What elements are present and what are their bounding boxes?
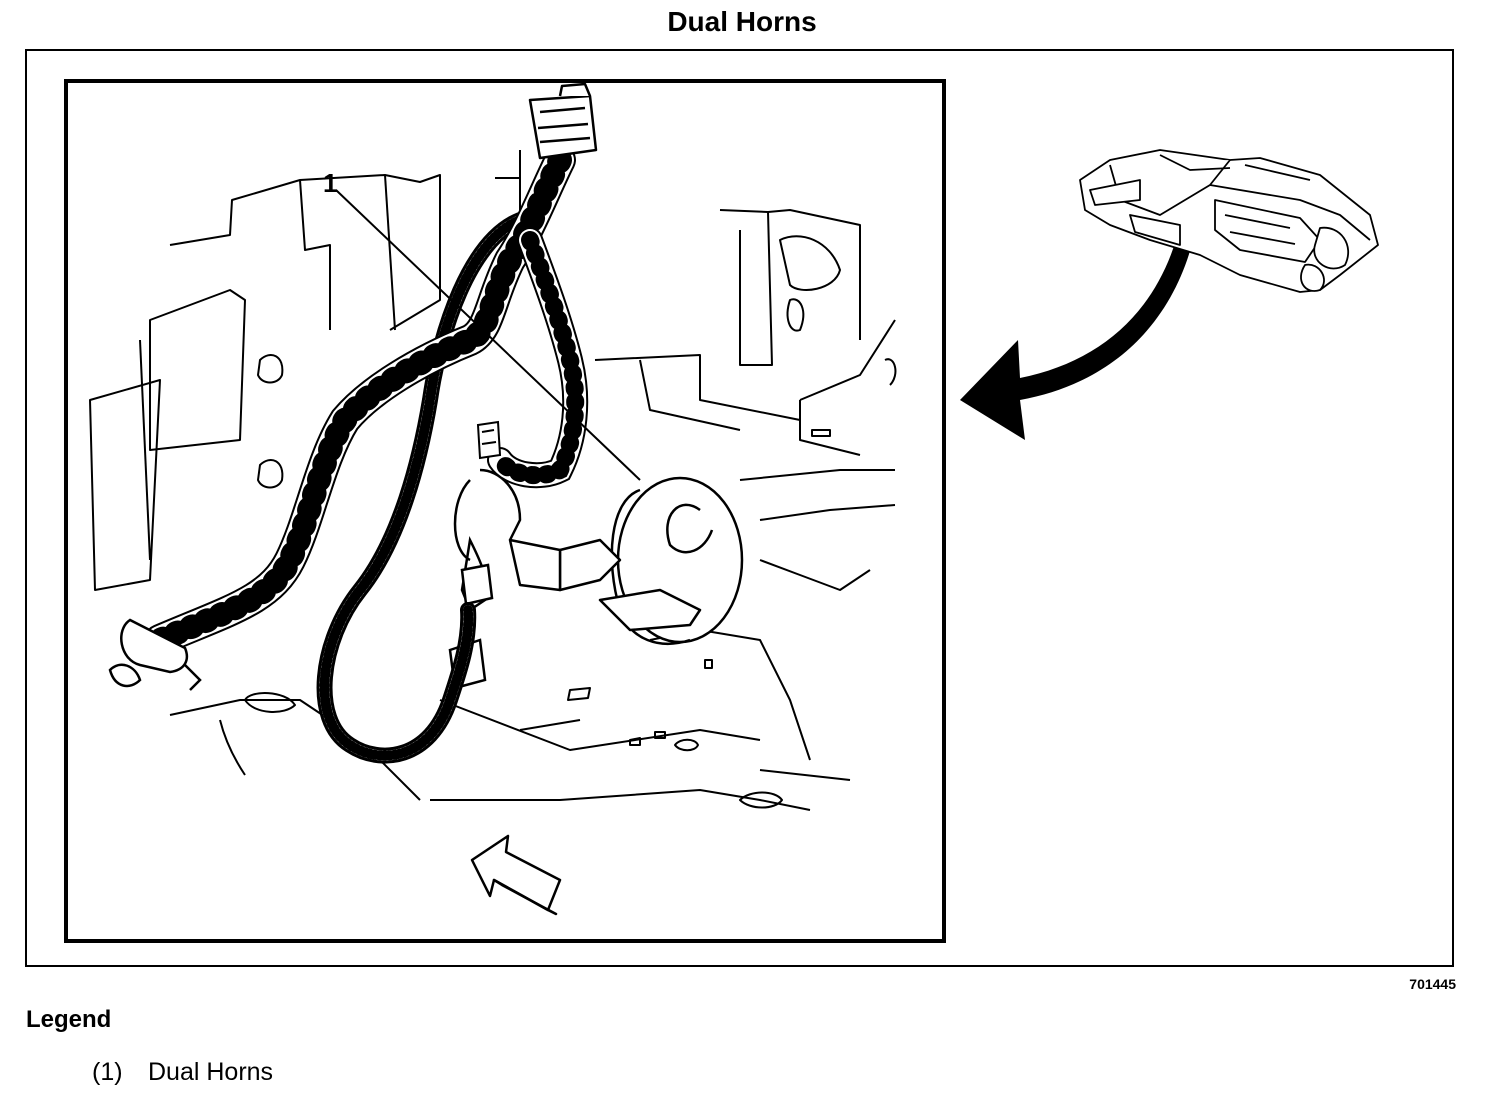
figure-frame — [25, 49, 1454, 967]
horn-diagram: 1 — [64, 79, 1379, 943]
legend-item-number: (1) — [92, 1058, 123, 1086]
detail-frame — [64, 79, 946, 943]
callout-leader — [335, 189, 641, 481]
legend-item-label: Dual Horns — [148, 1058, 274, 1086]
harness-clamp — [108, 618, 202, 691]
legend-item: (1) Dual Horns — [92, 1058, 273, 1087]
vehicle-locator — [1079, 149, 1379, 293]
locator-arrow — [960, 200, 1200, 440]
callout-number: 1 — [323, 168, 337, 198]
wire-harness — [144, 144, 589, 764]
page-title: Dual Horns — [667, 6, 817, 37]
harness-connector — [528, 82, 598, 160]
figure-number: 701445 — [1409, 976, 1456, 992]
horn-connector — [476, 420, 502, 460]
horn — [453, 468, 744, 645]
chassis-outline — [89, 150, 897, 811]
view-arrow — [470, 834, 562, 916]
legend-heading: Legend — [26, 1006, 112, 1033]
